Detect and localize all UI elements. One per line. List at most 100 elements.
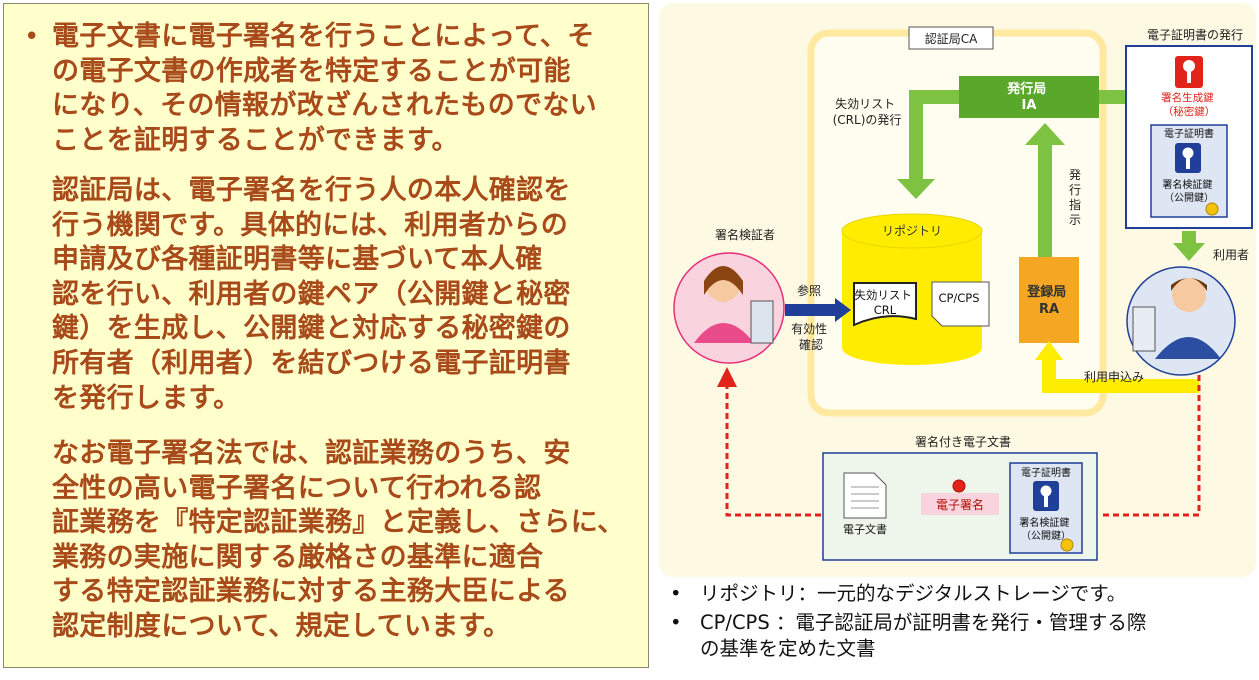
- esign-badge: [921, 493, 999, 515]
- private-key-line2: （秘密鍵）: [1163, 105, 1216, 118]
- issue-instruction-bar: [1038, 143, 1052, 258]
- application-arrowhead: [1035, 341, 1063, 360]
- user-label: 利用者: [1213, 248, 1249, 262]
- cert-down-bar: [1182, 231, 1196, 245]
- crl-document-icon: [853, 282, 917, 327]
- note-bullet: •: [670, 611, 682, 634]
- key-icon-3-shaft: [1044, 494, 1048, 507]
- reference-bar: [785, 304, 837, 316]
- signed-cert-card: [1009, 462, 1083, 554]
- note-text: の基準を定めた文書: [700, 637, 876, 660]
- validity-label: 有効性 確認: [791, 321, 831, 352]
- paragraph-3: なお電子署名法では、認証業務のうち、安全性の高い電子署名について行われる認証業務…: [52, 437, 642, 645]
- crl-down-bar: [909, 90, 923, 180]
- verifier-hair: [704, 266, 743, 295]
- paragraph-line: 電子文書に電子署名を行うことによって、そ: [52, 21, 595, 52]
- cert-issue-title: 電子証明書の発行: [1147, 28, 1243, 42]
- pki-diagram: 認証局CA 発行局 IA 失効リスト (CRL)の発行 発行指示 リポジトリ 失…: [659, 3, 1256, 577]
- ra-label-line1: 登録局: [1026, 284, 1066, 300]
- crl-doc-line2: CRL: [874, 303, 897, 317]
- paragraph-1: 電子文書に電子署名を行うことによって、その電子文書の作成者を特定することが可能に…: [52, 20, 642, 158]
- user-face: [1172, 278, 1206, 312]
- issue-instruction-arrowhead: [1025, 123, 1065, 145]
- ia-connector: [1095, 90, 1130, 104]
- verifier-monitor: [750, 300, 774, 344]
- paragraph-line: 証業務を『特定認証業務』と定義し、さらに、: [52, 507, 625, 539]
- reference-label: 参照: [797, 283, 821, 298]
- note-bullet: •: [670, 582, 682, 605]
- crl-issue-label: 失効リスト (CRL)の発行: [833, 96, 902, 127]
- user-to-doc-dashed: [1099, 375, 1201, 517]
- public-key-label: 署名検証鍵 （公開鍵）: [1162, 178, 1215, 204]
- pki-diagram-svg: 認証局CA 発行局 IA 失効リスト (CRL)の発行 発行指示 リポジトリ 失…: [673, 26, 1253, 561]
- esign-seal-icon: [952, 479, 966, 493]
- ra-label: 登録局 RA: [1026, 284, 1071, 317]
- ia-to-crl-bar: [917, 90, 959, 104]
- crl-down-arrowhead: [897, 179, 935, 199]
- key-icon-shaft: [1187, 69, 1191, 83]
- verifier-arrowhead: [717, 367, 737, 387]
- paragraph-line: 認証局は、電子署名を行う人の本人確認を: [52, 175, 571, 206]
- application-label: 利用申込み: [1084, 370, 1144, 384]
- signed-cert-label: 電子証明書: [1021, 466, 1071, 479]
- verifier-label: 署名検証者: [715, 227, 775, 242]
- paragraph-2: 認証局は、電子署名を行う人の本人確認を行う機関です。具体的には、利用者からの申請…: [52, 174, 642, 416]
- esign-label: 電子署名: [936, 497, 984, 512]
- cert-down-arrowhead: [1173, 243, 1205, 261]
- public-key-line2: （公開鍵）: [1164, 191, 1214, 204]
- paragraph-line: する特定認証業務に対する主務大臣による: [52, 576, 570, 608]
- paragraph-line: 鍵）を生成し、公開鍵と対応する秘密鍵の: [52, 313, 571, 345]
- ia-label-line1: 発行局: [1006, 81, 1046, 97]
- ia-box: [959, 76, 1099, 118]
- private-key-label: 署名生成鍵 （秘密鍵）: [1161, 91, 1217, 118]
- crl-doc-line1: 失効リスト: [854, 288, 912, 302]
- user-body: [1155, 337, 1221, 359]
- seal-icon: [1060, 538, 1074, 552]
- crl-issue-line2: (CRL)の発行: [833, 113, 902, 127]
- edoc-label: 電子文書: [843, 522, 887, 536]
- issue-instruction-char: 発: [1069, 168, 1081, 182]
- edoc-icon: [843, 472, 887, 519]
- issue-instruction-label: 発行指示: [1069, 168, 1081, 227]
- crl-doc-label: 失効リスト CRL: [854, 288, 915, 317]
- issue-instruction-char: 指: [1069, 197, 1081, 212]
- key-icon-2: [1182, 147, 1194, 159]
- user-monitor: [1132, 306, 1156, 352]
- doc-to-verifier-dashed: [725, 383, 821, 517]
- verifier-body: [694, 323, 754, 343]
- user-hair: [1171, 278, 1207, 291]
- ia-label: 発行局 IA: [1006, 81, 1051, 113]
- paragraph-line: 行う機関です。具体的には、利用者からの: [52, 209, 568, 241]
- validity-line1: 有効性: [791, 321, 827, 336]
- paragraph-line: 認を行い、利用者の鍵ペア（公開鍵と秘密: [52, 278, 571, 310]
- signed-public-key-line1: 署名検証鍵: [1019, 516, 1069, 529]
- public-key-line1: 署名検証鍵: [1162, 178, 1212, 191]
- paragraph-line: ことを証明することができます。: [52, 124, 459, 156]
- note-text: リポジトリ：一元的なデジタルストレージです。: [700, 582, 1127, 605]
- paragraph-line: になり、その情報が改ざんされたものでない: [52, 90, 597, 122]
- ia-label-line2: IA: [1022, 98, 1037, 113]
- seal-icon: [1205, 202, 1219, 216]
- repository-label: リポジトリ: [882, 224, 942, 238]
- paragraph-line: 認定制度について、規定しています。: [52, 610, 511, 642]
- paragraph-line: を発行します。: [52, 382, 241, 414]
- key-icon-3: [1040, 485, 1052, 497]
- cpcps-doc-label: CP/CPS: [938, 291, 979, 305]
- ca-label: 認証局CA: [925, 31, 978, 46]
- paragraph-line: 申請及び各種証明書等に基づいて本人確: [52, 244, 543, 276]
- crl-issue-line1: 失効リスト: [835, 96, 895, 111]
- signed-doc-title: 署名付き電子文書: [915, 434, 1011, 449]
- ca-label-box: [908, 26, 994, 50]
- paragraph-line: なお電子署名法では、認証業務のうち、安: [52, 438, 571, 469]
- issue-instruction-char: 行: [1069, 183, 1081, 197]
- reference-arrowhead: [835, 298, 851, 322]
- application-arrow: [1042, 357, 1199, 393]
- bullet-marker: •: [24, 22, 40, 52]
- note-text: CP/CPS ：電子認証局が証明書を発行・管理する際: [700, 611, 1147, 634]
- issue-instruction-char: 示: [1069, 213, 1081, 227]
- ra-box: [1019, 257, 1079, 343]
- validity-line2: 確認: [799, 337, 823, 352]
- paragraph-line: の電子文書の作成者を特定することが可能: [52, 55, 571, 87]
- repository-top: [841, 213, 983, 249]
- private-key-line1: 署名生成鍵: [1161, 91, 1214, 104]
